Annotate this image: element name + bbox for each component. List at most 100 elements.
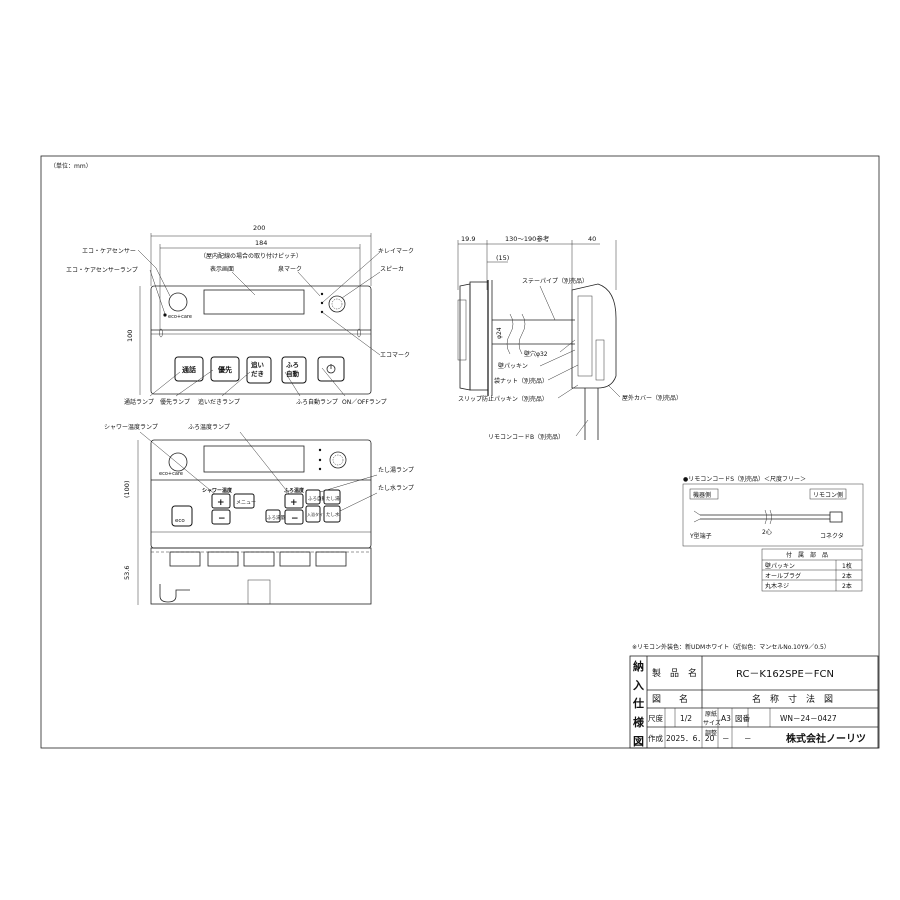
dim-40: 40 — [588, 235, 596, 243]
label-eco-sensor: エコ・ケアセンサー — [82, 248, 136, 255]
side-view: 19.9 130～190参考 40 (15) φ24 ステーパイプ（別売品） 壁… — [457, 234, 682, 441]
title-block: 納 入 仕 様 図 製 品 名 RC－K162SPE－FCN 図 名 名 称 寸… — [629, 655, 879, 749]
label-add-hot-lamp: たし湯ランプ — [378, 466, 414, 474]
label-eco-mark: エコマーク — [380, 352, 410, 359]
label-shower-lamp: シャワー温度ランプ — [104, 423, 158, 431]
sheet-border — [40, 155, 880, 749]
drawing-value: 名 称 寸 法 図 — [752, 693, 833, 705]
equip-side: 機器側 — [693, 491, 711, 499]
adjust-label: 調整 — [705, 729, 717, 737]
label-speaker: スピーカ — [380, 266, 404, 273]
label-comfort-mark: 泉マーク — [278, 265, 302, 273]
parts-row-qty: 2本 — [842, 582, 852, 590]
parts-row-name: オールプラグ — [765, 572, 801, 580]
label-wall-packing: 壁パッキン — [498, 362, 528, 370]
unit-note: （単位：mm） — [50, 162, 92, 170]
label-call-lamp: 通話ランプ — [124, 398, 154, 406]
label-kirei-mark: キレイマーク — [378, 248, 414, 255]
svg-text:+: + — [217, 498, 225, 508]
made-label: 作成 — [648, 733, 663, 743]
dim-phi24: φ24 — [496, 327, 503, 339]
drawing-label: 図 名 — [652, 693, 688, 705]
speaker-circle — [328, 295, 346, 313]
label-reheat-lamp: 追いだきランプ — [198, 398, 240, 406]
product-label: 製 品 名 — [652, 667, 697, 679]
eco-button-open — [171, 505, 193, 527]
front-view: 200 184 （屋内配線の場合の取り付けピッチ） 100 eco+care 通… — [66, 224, 414, 406]
remote-side: リモコン側 — [813, 491, 843, 499]
made-value: 2025．6．20 — [666, 734, 715, 743]
call-button — [174, 356, 204, 382]
label-add-water-lamp: たし水ランプ — [378, 484, 414, 492]
reheat-button-label-2: だき — [251, 369, 264, 378]
dim-open-53: 53.6 — [123, 566, 131, 580]
bath-auto-button-label-1: ふろ — [286, 361, 299, 369]
dim-15: (15) — [496, 254, 509, 262]
label-slip-packing: スリップ防止パッキン（別売品） — [458, 395, 548, 403]
priority-button — [210, 356, 240, 382]
svg-text:−: − — [291, 514, 299, 524]
label-display: 表示画面 — [210, 265, 234, 273]
open-bath-auto: ふろ自動 — [308, 495, 326, 502]
adjust-value: － — [722, 734, 730, 743]
front-body — [150, 285, 372, 395]
bath-auto-button-label-2: 自動 — [286, 369, 300, 378]
y-terminal: Y型端子 — [689, 532, 712, 540]
number-label: 図番 — [735, 713, 750, 723]
menu-button — [233, 493, 255, 509]
parts-table: 付 属 部 品 壁パッキン 1枚 オールプラグ 2本 丸木ネジ 2本 — [761, 548, 863, 592]
label-outdoor-cover: 屋外カバー（別売品） — [622, 394, 682, 402]
label-bath-auto-lamp: ふろ自動ランプ — [296, 398, 338, 406]
side-char: 入 — [633, 679, 644, 692]
side-char: 図 — [633, 734, 644, 748]
parts-row-name: 丸木ネジ — [765, 582, 789, 590]
cord-s-section: ●リモコンコードS（別売品）＜尺度フリー＞ 機器側 リモコン側 Y型端子 2心 … — [682, 475, 864, 547]
label-bag-nut: 袋ナット（別売品） — [494, 377, 548, 385]
connector: コネクタ — [820, 532, 844, 540]
label-stay-pipe: ステーパイプ（別売品） — [522, 277, 588, 285]
label-bath-temp-lamp: ふろ温度ランプ — [188, 423, 230, 431]
side-char: 納 — [633, 659, 644, 673]
paper-label-1: 原紙 — [705, 710, 717, 718]
eco-sensor-circle — [168, 292, 188, 312]
color-note: ※リモコン外装色：新UDMホワイト（近似色：マンセルNo.10Y9／0.5） — [632, 643, 830, 651]
label-priority-lamp: 優先ランプ — [160, 398, 190, 406]
label-onoff-lamp: ON／OFFランプ — [342, 399, 387, 406]
reheat-button-label-1: 追い — [251, 360, 265, 369]
side-char: 様 — [633, 715, 645, 729]
reheat-button — [246, 356, 272, 384]
open-eco-brand: eco+care — [159, 471, 183, 477]
open-add-hot: たし湯 — [326, 495, 340, 502]
dim-184-note: （屋内配線の場合の取り付けピッチ） — [200, 252, 302, 260]
svg-text:−: − — [218, 514, 226, 524]
parts-row-qty: 1枚 — [842, 562, 852, 570]
display-screen — [203, 289, 305, 315]
dash: － — [744, 734, 752, 743]
bath-vol-label: ふろ湯量 — [267, 514, 285, 521]
paper-value: A3 — [721, 714, 731, 723]
dim-130-190: 130～190参考 — [505, 234, 550, 243]
dim-open-100: (100) — [123, 481, 131, 498]
open-add-water: たし水 — [326, 511, 340, 518]
label-cord-b: リモコンコードB（別売品） — [488, 433, 564, 441]
dim-200: 200 — [253, 224, 265, 232]
call-button-label: 通話 — [182, 365, 196, 374]
terminal-panel — [150, 547, 372, 605]
side-char: 仕 — [632, 696, 644, 710]
label-eco-sensor-lamp: エコ・ケアセンサーランプ — [66, 267, 138, 274]
open-view: シャワー温度ランプ ふろ温度ランプ たし湯ランプ たし水ランプ (100) 53… — [104, 423, 414, 605]
open-display — [203, 445, 305, 473]
parts-row-qty: 2本 — [842, 572, 852, 580]
priority-button-label: 優先 — [217, 365, 232, 374]
scale-value: 1/2 — [680, 714, 692, 723]
bath-temp-label: ふろ温度 — [284, 487, 305, 494]
scale-label: 尺度 — [648, 713, 663, 723]
parts-row-name: 壁パッキン — [765, 562, 795, 570]
dim-184: 184 — [255, 239, 267, 247]
svg-text:+: + — [290, 498, 298, 508]
number-value: WN－24－0427 — [780, 714, 837, 723]
company-logo: 株式会社ノーリツ — [786, 732, 866, 745]
paper-label-2: サイズ — [703, 719, 721, 727]
menu-button-label: メニュー — [236, 500, 256, 506]
